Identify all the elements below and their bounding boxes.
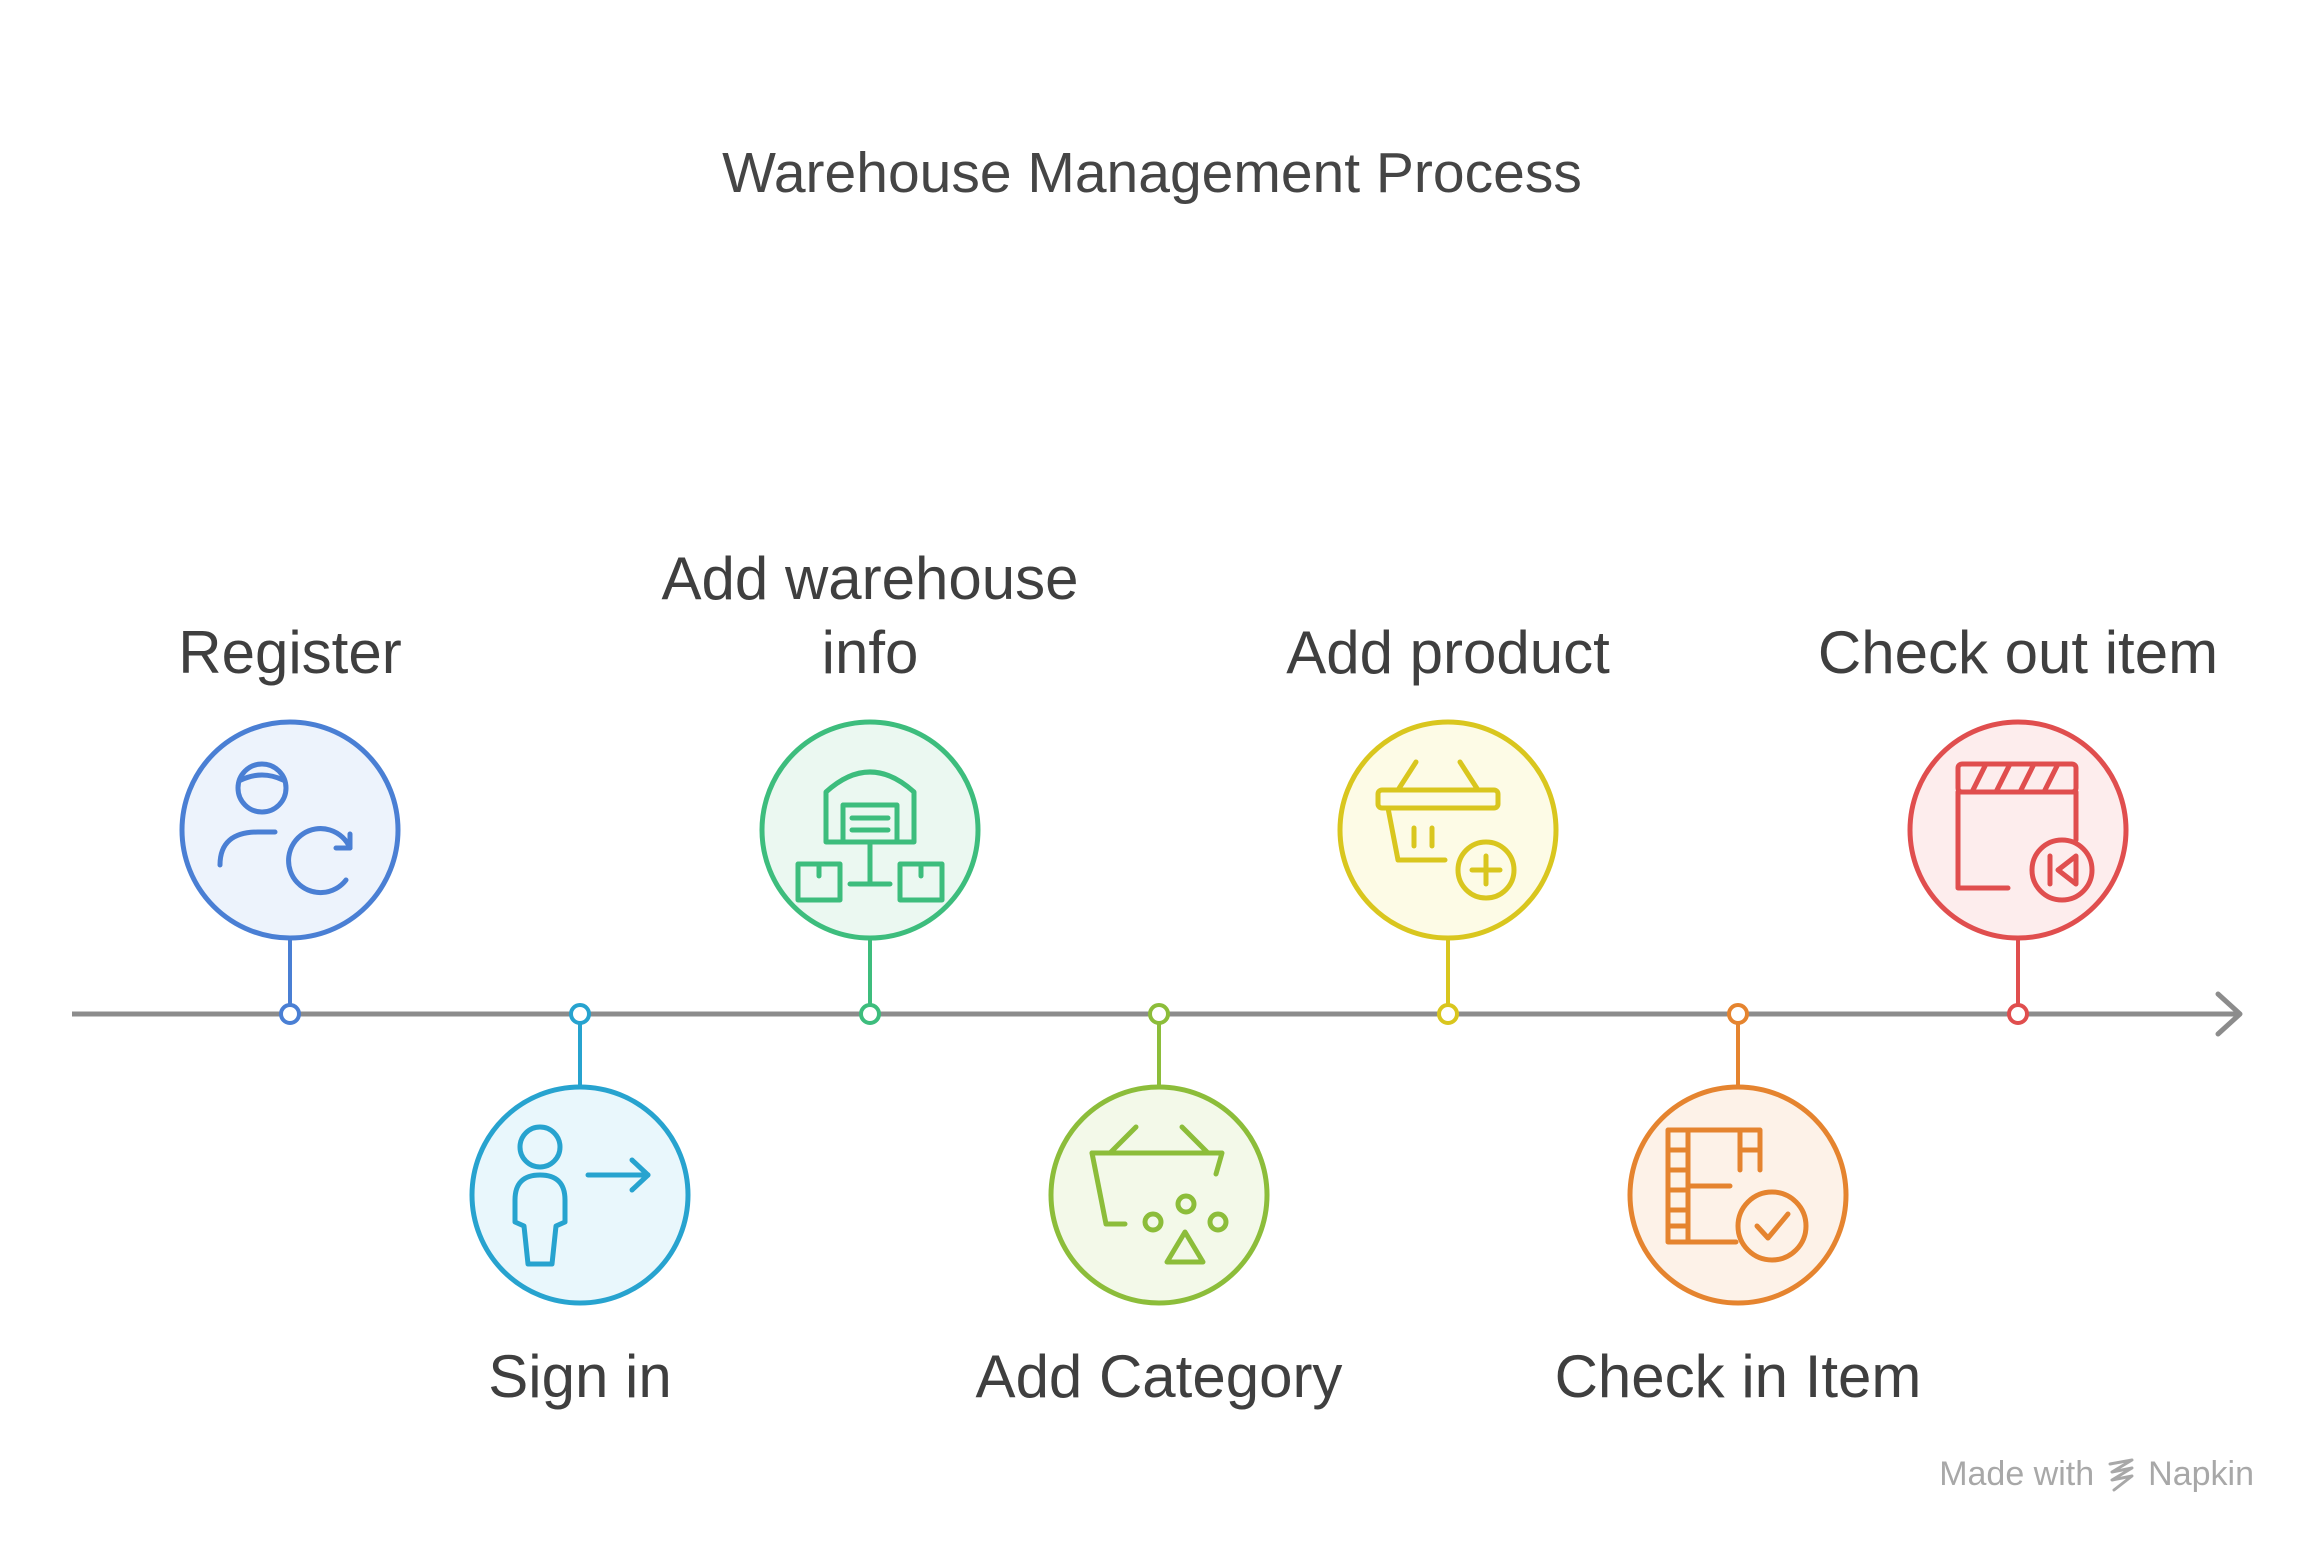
step-label-sign-in: Sign in: [488, 1343, 672, 1410]
step-register: [179, 719, 401, 1025]
diagram-title: Warehouse Management Process: [722, 141, 1582, 205]
napkin-watermark: Made with Napkin: [1939, 1455, 2254, 1494]
step-label-register: Register: [178, 619, 402, 686]
basket-plus-icon: [1375, 759, 1517, 901]
step-add-warehouse-info: [759, 719, 981, 1025]
node-dot-add-warehouse-info: [859, 1003, 881, 1025]
step-label-check-in-item: Check in Item: [1554, 1343, 1922, 1410]
watermark-prefix: Made with: [1939, 1455, 2095, 1493]
step-circle-check-out-item: [1907, 719, 2129, 941]
step-label-check-out-item: Check out item: [1817, 619, 2219, 686]
node-dot-add-category: [1148, 1003, 1170, 1025]
napkin-logo-icon: [2108, 1458, 2134, 1491]
step-circle-add-category: [1048, 1084, 1270, 1306]
step-check-in-item: [1627, 1003, 1849, 1306]
basket-shapes-icon: [1089, 1124, 1229, 1265]
step-circle-register: [179, 719, 401, 941]
node-dot-register: [279, 1003, 301, 1025]
step-add-category: [1048, 1003, 1270, 1306]
node-dot-sign-in: [569, 1003, 591, 1025]
step-check-out-item: [1907, 719, 2129, 1025]
user-refresh-icon: [217, 761, 353, 896]
watermark-brand: Napkin: [2148, 1455, 2254, 1493]
timeline-arrowhead: [2215, 991, 2243, 1037]
step-circle-sign-in: [469, 1084, 691, 1306]
node-dot-add-product: [1437, 1003, 1459, 1025]
step-circle-add-product: [1337, 719, 1559, 941]
warehouse-network-icon: [795, 769, 945, 903]
film-check-icon: [1665, 1127, 1809, 1263]
step-label-add-category: Add Category: [975, 1343, 1343, 1410]
clapper-rewind-icon: [1955, 761, 2095, 903]
step-sign-in: [469, 1003, 691, 1306]
person-arrow-icon: [512, 1124, 651, 1267]
step-label-add-product: Add product: [1286, 619, 1610, 686]
node-dot-check-out-item: [2007, 1003, 2029, 1025]
node-dot-check-in-item: [1727, 1003, 1749, 1025]
step-add-product: [1337, 719, 1559, 1025]
step-circle-check-in-item: [1627, 1084, 1849, 1306]
